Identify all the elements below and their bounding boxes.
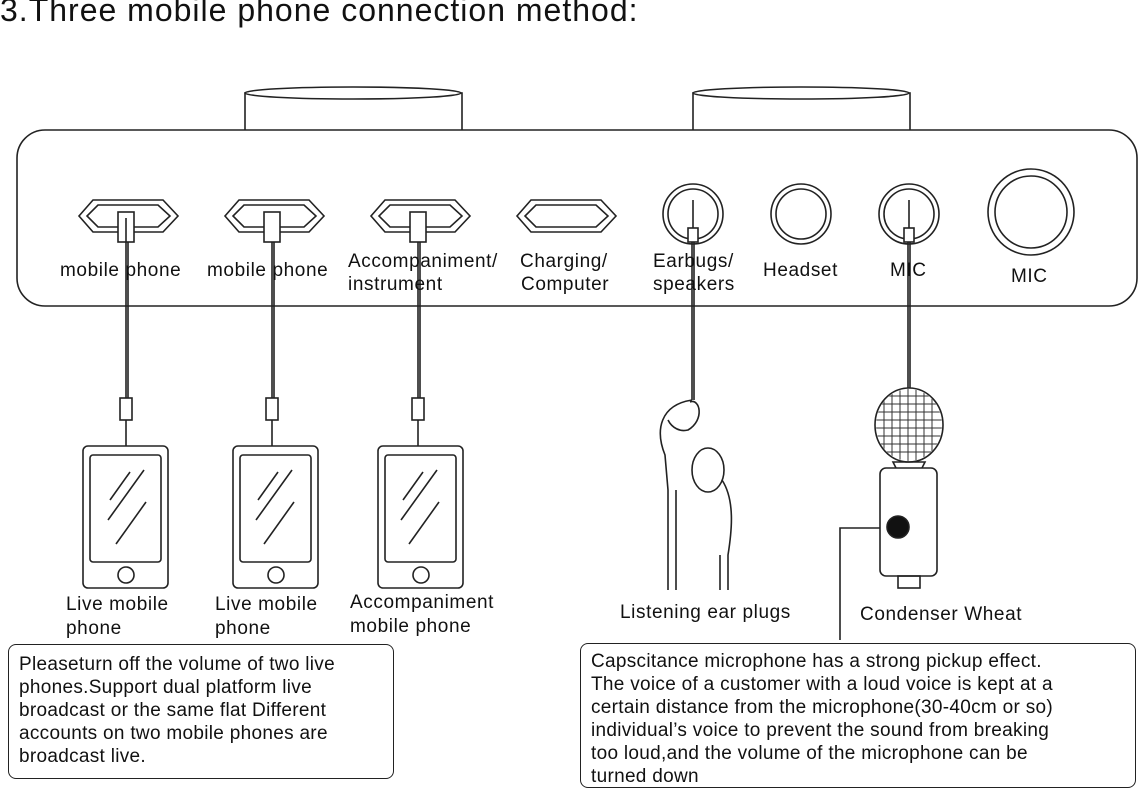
usb-cable <box>409 211 427 446</box>
device-label-phone-2: Live mobile <box>215 594 318 615</box>
knob-icon <box>244 86 463 132</box>
port-label-headset: Headset <box>763 260 838 281</box>
usb-cable <box>117 211 135 446</box>
device-label-phone-3: Accompaniment <box>350 592 495 613</box>
device-label-phone-3-line2: mobile phone <box>350 616 472 637</box>
usb-port-icon <box>77 199 180 233</box>
device-label-condenser: Condenser Wheat <box>860 604 1023 625</box>
usb-port-icon <box>223 199 326 233</box>
note-condenser-mic: Capscitance microphone has a strong pick… <box>580 643 1136 788</box>
note-line: broadcast live. <box>19 746 147 767</box>
device-label-earplugs: Listening ear plugs <box>620 602 791 623</box>
port-label-accompaniment: Accompaniment/ <box>348 251 498 272</box>
page-title: 3.Three mobile phone connection method: <box>0 0 639 28</box>
earbud-icon <box>659 200 733 590</box>
device-label-phone-1-line2: phone <box>66 618 122 639</box>
note-line: accounts on two mobile phones are <box>19 723 328 744</box>
device-label-phone-2-line2: phone <box>215 618 271 639</box>
usb-port-icon <box>369 199 472 233</box>
usb-cable <box>263 211 281 446</box>
port-label-mic-jack: MIC <box>890 260 927 281</box>
knob-icon <box>692 86 911 132</box>
usb-port-icon <box>515 199 618 233</box>
port-label-mobile-phone-1: mobile phone <box>60 260 182 281</box>
phone-icon <box>82 445 169 589</box>
port-label-earbugs: Earbugs/ <box>653 251 734 272</box>
port-label-computer: Computer <box>521 274 610 295</box>
note-line: certain distance from the microphone(30-… <box>591 697 1053 718</box>
port-label-charging: Charging/ <box>520 251 608 272</box>
note-line: turned down <box>591 766 699 787</box>
note-dual-phone: Pleaseturn off the volume of two live ph… <box>8 644 394 779</box>
port-label-mobile-phone-2: mobile phone <box>207 260 329 281</box>
phone-icon <box>232 445 319 589</box>
audio-jack-icon <box>770 183 832 245</box>
note-line: The voice of a customer with a loud voic… <box>591 674 1053 695</box>
note-line: phones.Support dual platform live <box>19 677 312 698</box>
sound-card-panel <box>16 129 1138 307</box>
note-line: broadcast or the same flat Different <box>19 700 327 721</box>
port-label-mic-xlr: MIC <box>1011 266 1048 287</box>
device-label-phone-1: Live mobile <box>66 594 169 615</box>
phone-icon <box>377 445 464 589</box>
port-label-speakers: speakers <box>653 274 735 295</box>
xlr-jack-icon <box>987 168 1075 256</box>
note-line: individual’s voice to prevent the sound … <box>591 720 1050 741</box>
note-line: Capscitance microphone has a strong pick… <box>591 651 1042 672</box>
port-label-instrument: instrument <box>348 274 443 295</box>
note-line: Pleaseturn off the volume of two live <box>19 654 335 675</box>
note-line: too loud,and the volume of the microphon… <box>591 743 1028 764</box>
